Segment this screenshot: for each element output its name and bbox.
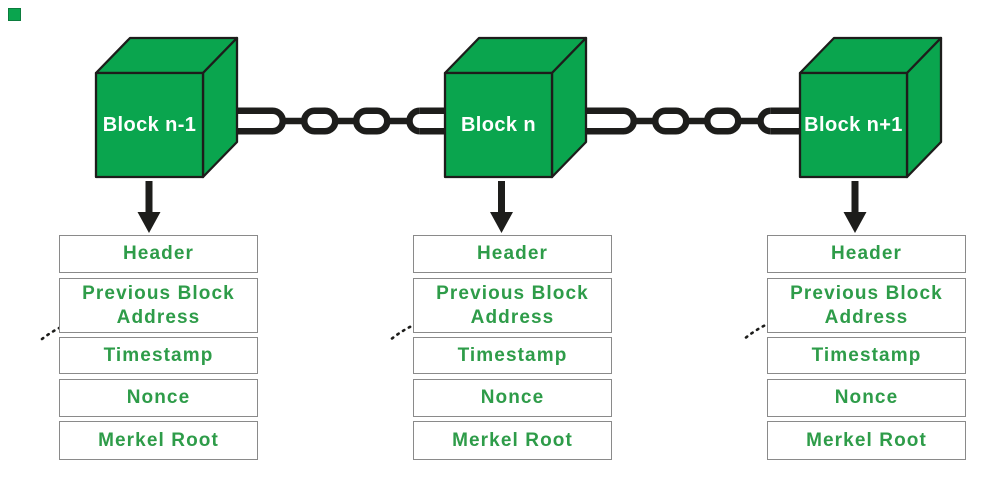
field-cell-previous-block-address: Previous Block Address <box>767 278 966 333</box>
field-cell-header: Header <box>59 235 258 273</box>
down-arrow-icon <box>137 181 161 233</box>
field-cell-header: Header <box>413 235 612 273</box>
block-n-1-fields: Header Previous Block Address Timestamp … <box>59 235 258 460</box>
down-arrow-icon <box>490 181 513 233</box>
field-cell-previous-block-address: Previous Block Address <box>59 278 258 333</box>
field-cell-timestamp: Timestamp <box>767 337 966 374</box>
field-cell-merkel-root: Merkel Root <box>413 421 612 460</box>
chain-link-icon <box>234 111 448 132</box>
chain-link-icon <box>585 111 799 132</box>
field-cell-merkel-root: Merkel Root <box>767 421 966 460</box>
block-n-label: Block n <box>460 114 537 136</box>
field-cell-timestamp: Timestamp <box>413 337 612 374</box>
field-cell-nonce: Nonce <box>767 379 966 417</box>
block-n-plus-1-label: Block n+1 <box>804 114 903 136</box>
field-cell-nonce: Nonce <box>59 379 258 417</box>
field-cell-previous-block-address: Previous Block Address <box>413 278 612 333</box>
field-cell-timestamp: Timestamp <box>59 337 258 374</box>
down-arrow-icon <box>843 181 867 233</box>
block-n-plus-1-fields: Header Previous Block Address Timestamp … <box>767 235 966 460</box>
field-cell-merkel-root: Merkel Root <box>59 421 258 460</box>
block-cube-n-1 <box>94 36 239 179</box>
field-cell-nonce: Nonce <box>413 379 612 417</box>
green-corner-marker <box>8 8 21 21</box>
block-cube-n-plus-1 <box>798 36 943 179</box>
field-cell-header: Header <box>767 235 966 273</box>
block-n-fields: Header Previous Block Address Timestamp … <box>413 235 612 460</box>
block-cube-n <box>443 36 588 179</box>
block-n-1-label: Block n-1 <box>102 114 197 136</box>
